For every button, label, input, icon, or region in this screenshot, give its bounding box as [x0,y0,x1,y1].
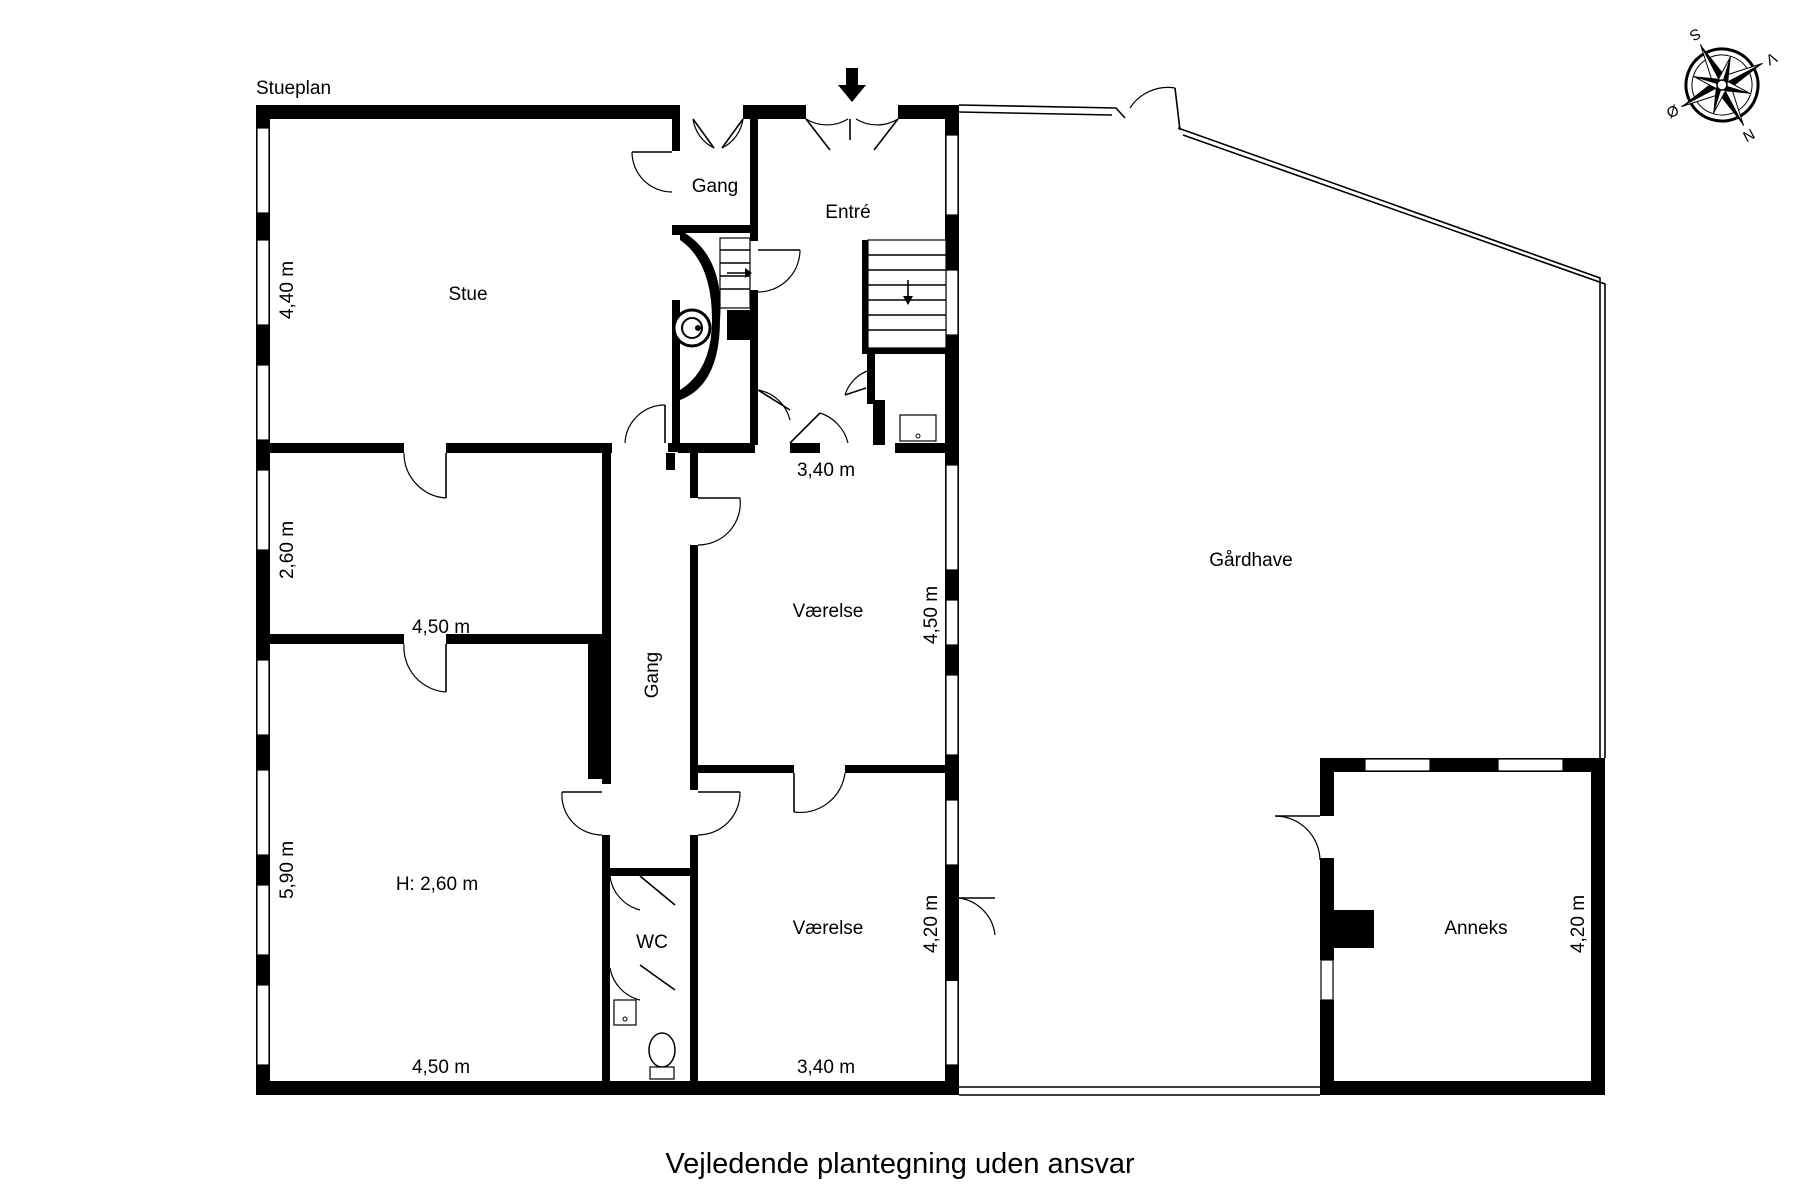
entrance-arrow-icon [838,68,866,102]
room-label-wc: WC [636,932,668,953]
dim-vaerelse-bottom-width: 3,40 m [797,1057,855,1078]
room-height-label: H: 2,60 m [396,874,478,895]
room-label-entre: Entré [825,202,870,223]
compass-letter-n: N [1740,125,1758,145]
dim-vaerelse-bottom-height: 4,20 m [921,895,942,953]
room-label-vaerelse-top: Værelse [793,601,864,622]
staircase-entre [867,239,947,349]
left-windows [256,127,270,1066]
dim-stue-height: 4,40 m [277,261,298,319]
room-label-stue: Stue [448,284,487,305]
staircase-left [672,230,752,400]
compass-rose-icon: S N Ø V [1663,24,1780,145]
compass-letter-s: S [1687,24,1704,44]
dim-vaerelse-top-height: 4,50 m [921,586,942,644]
room-label-gang-top: Gang [692,176,738,197]
annex-walls [1274,758,1605,1095]
interior-walls [256,105,952,1085]
dim-room2-height: 2,60 m [277,521,298,579]
floor-title: Stueplan [256,78,331,99]
courtyard-outline [958,86,1606,1096]
dim-room3-height: 5,90 m [277,841,298,899]
room-label-gang-hall: Gang [642,652,663,698]
dim-room3-width: 4,50 m [412,1057,470,1078]
room-label-vaerelse-bottom: Værelse [793,918,864,939]
compass-letter-w: V [1763,48,1780,68]
fixtures [613,414,937,1080]
plan-caption: Vejledende plantegning uden ansvar [665,1148,1135,1180]
dim-room2-width: 4,50 m [412,617,470,638]
doors [403,118,996,1001]
dim-anneks-height: 4,20 m [1568,895,1589,953]
room-label-gaardhave: Gårdhave [1209,550,1292,571]
dim-vaerelse-top-width: 3,40 m [797,460,855,481]
room-label-anneks: Anneks [1444,918,1507,939]
compass-letter-e: Ø [1663,101,1682,122]
